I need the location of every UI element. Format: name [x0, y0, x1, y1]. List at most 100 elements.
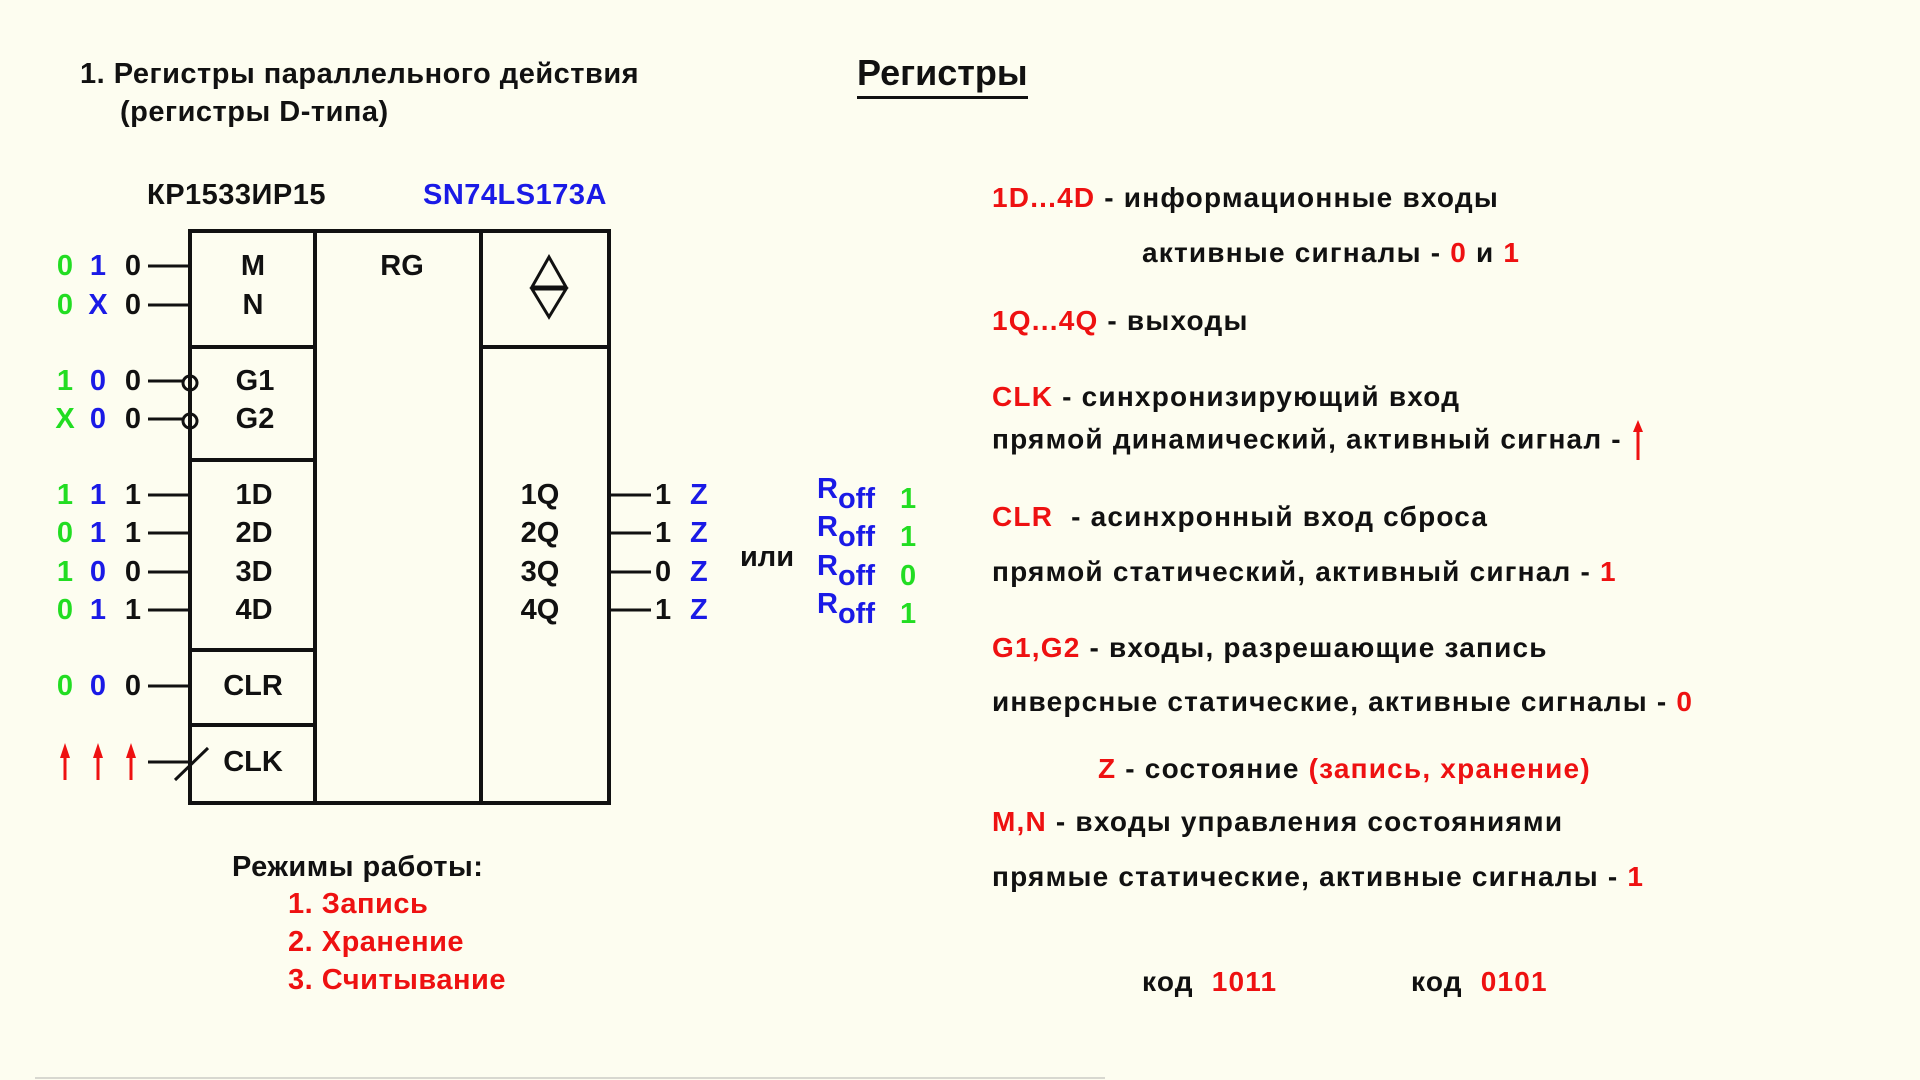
output-state-z: Z	[690, 517, 708, 549]
roff-sub: off	[838, 521, 875, 553]
legend-key: CLK	[992, 381, 1054, 412]
pin-label-clk: CLK	[223, 746, 283, 778]
input-value-black: 0	[125, 403, 141, 435]
input-value-black: 0	[125, 365, 141, 397]
legend-text: - входы, разрешающие запись	[1080, 632, 1548, 663]
legend-d-inputs: 1D...4D - информационные входы	[992, 182, 1499, 214]
roff-value: 1	[900, 521, 916, 553]
chip-part-en: SN74LS173A	[423, 179, 607, 211]
legend-text: - входы управления состояниями	[1046, 806, 1564, 837]
pin-label-clr: CLR	[223, 670, 283, 702]
input-value-black: 1	[125, 594, 141, 626]
input-value-black: 1	[125, 479, 141, 511]
pin-label-2q: 2Q	[521, 517, 560, 549]
rising-edge-arrow-icon	[126, 743, 136, 780]
pin-label-n: N	[243, 289, 264, 321]
input-value-green: 1	[57, 479, 73, 511]
output-state-z: Z	[690, 594, 708, 626]
code-value: 1011	[1211, 966, 1278, 997]
pin-label-3d: 3D	[235, 556, 272, 588]
pin-label-g2: G2	[236, 403, 275, 435]
input-value-blue: 0	[90, 365, 106, 397]
roff-sub: off	[838, 483, 875, 515]
page-heading: Регистры	[857, 52, 1028, 99]
output-value: 0	[655, 556, 671, 588]
legend-value: 0	[1450, 237, 1467, 268]
pin-label-g1: G1	[236, 365, 275, 397]
roff-label: Roff	[817, 511, 875, 553]
register-block-outline	[188, 229, 611, 805]
section-title: 1. Регистры параллельного действия	[80, 58, 640, 90]
code-value: 0101	[1480, 966, 1548, 997]
input-value-green: X	[55, 403, 75, 435]
input-value-green: 0	[57, 289, 73, 321]
roff-sub: off	[838, 560, 875, 592]
legend-value: 1	[1627, 861, 1645, 892]
section-subtitle: (регистры D-типа)	[120, 96, 389, 128]
output-state-z: Z	[690, 556, 708, 588]
legend-key: 1Q...4Q	[992, 305, 1099, 336]
legend-g: G1,G2 - входы, разрешающие запись	[992, 632, 1548, 664]
code-2: код 0101	[1411, 966, 1548, 998]
input-value-blue: 0	[90, 403, 106, 435]
legend-key: G1,G2	[992, 632, 1081, 663]
legend-text: и	[1467, 237, 1504, 268]
pin-label-1q: 1Q	[521, 479, 560, 511]
input-value-green: 0	[57, 670, 73, 702]
code-label: код	[1411, 966, 1463, 997]
chip-part-ru: КР1533ИР15	[147, 179, 326, 211]
inversion-bubble-g2	[181, 412, 199, 430]
input-value-black: 0	[125, 289, 141, 321]
legend-key: CLR	[992, 501, 1054, 532]
input-value-green: 1	[57, 365, 73, 397]
legend-text: - состояние	[1116, 753, 1309, 784]
pin-label-4d: 4D	[235, 594, 272, 626]
mode-item: 1. Запись	[288, 888, 429, 920]
output-state-z: Z	[690, 479, 708, 511]
roff-main: R	[817, 473, 838, 505]
roff-main: R	[817, 511, 838, 543]
legend-text: - информационные входы	[1095, 182, 1499, 213]
legend-q-outputs: 1Q...4Q - выходы	[992, 305, 1249, 337]
legend-key: M,N	[992, 806, 1047, 837]
or-label: или	[740, 541, 794, 573]
input-value-green: 0	[57, 594, 73, 626]
roff-main: R	[817, 588, 838, 620]
input-value-green: 0	[57, 250, 73, 282]
legend-text: - синхронизирующий вход	[1053, 381, 1461, 412]
pin-label-1d: 1D	[235, 479, 272, 511]
legend-clr: CLR - асинхронный вход сброса	[992, 501, 1488, 533]
legend-d-active: активные сигналы - 0 и 1	[1142, 237, 1520, 269]
legend-clr-active: прямой статический, активный сигнал - 1	[992, 556, 1617, 588]
input-value-green: 1	[57, 556, 73, 588]
input-value-blue: 1	[90, 594, 106, 626]
legend-value: 1	[1599, 556, 1617, 587]
legend-clk: CLK - синхронизирующий вход	[992, 381, 1460, 413]
legend-value: 0	[1676, 686, 1694, 717]
roff-label: Roff	[817, 588, 875, 630]
input-value-black: 0	[125, 556, 141, 588]
input-value-blue: 1	[90, 517, 106, 549]
output-value: 1	[655, 594, 671, 626]
code-1: код 1011	[1142, 966, 1277, 998]
rising-edge-arrow-icon	[60, 743, 70, 780]
legend-g-active: инверсные статические, активные сигналы …	[992, 686, 1693, 718]
input-value-black: 0	[125, 250, 141, 282]
legend-key: 1D...4D	[992, 182, 1096, 213]
legend-value: 1	[1503, 237, 1521, 268]
roff-label: Roff	[817, 550, 875, 592]
dynamic-input-slash	[173, 746, 210, 782]
input-value-blue: 0	[90, 556, 106, 588]
rising-edge-arrow-icon	[1632, 420, 1643, 460]
pin-label-3q: 3Q	[521, 556, 560, 588]
block-function-label: RG	[380, 250, 424, 282]
legend-text: активные сигналы -	[1142, 237, 1451, 268]
legend-text: - выходы	[1098, 305, 1249, 336]
three-state-icon	[529, 253, 569, 320]
legend-text: прямой динамический, активный сигнал -	[992, 423, 1631, 455]
legend-z: Z - состояние (запись, хранение)	[1098, 753, 1591, 785]
mode-item: 3. Считывание	[288, 964, 506, 996]
roff-value: 1	[900, 483, 916, 515]
code-label: код	[1142, 966, 1194, 997]
